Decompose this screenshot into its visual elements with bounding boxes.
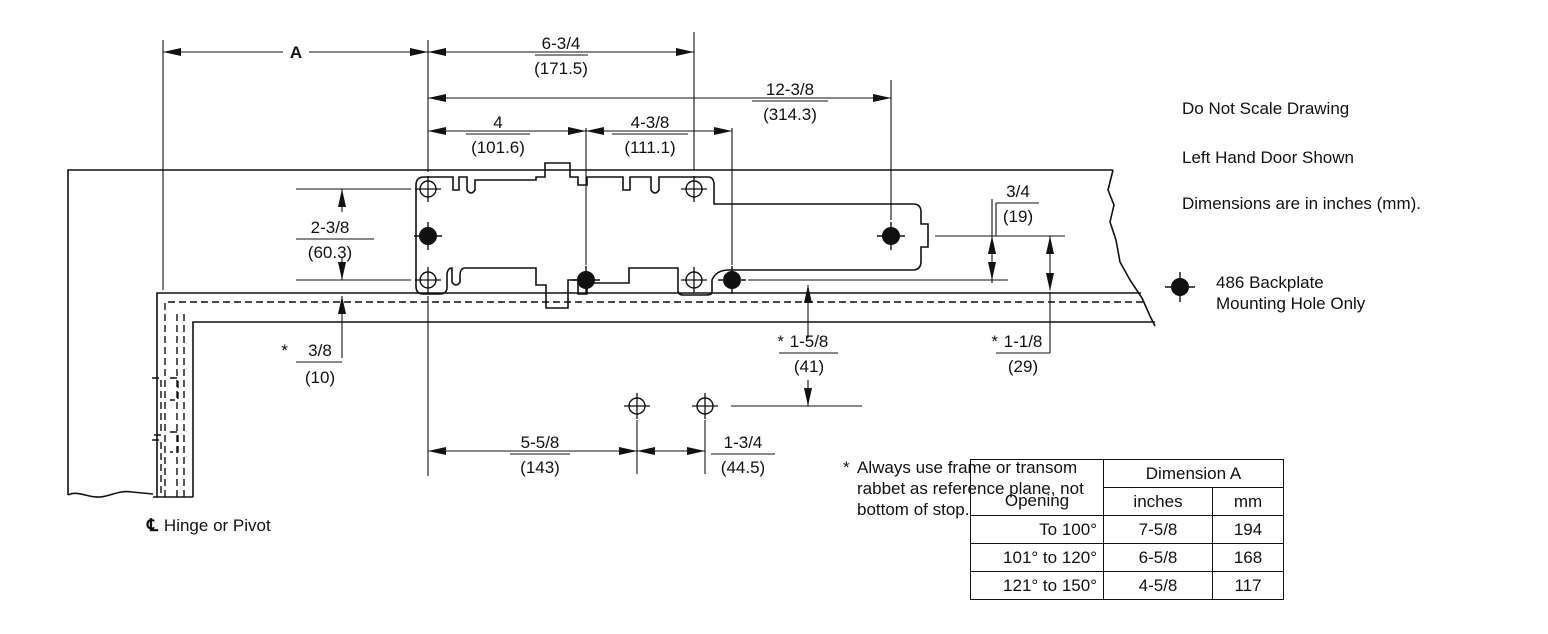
- filled-hole-icon: [413, 221, 443, 251]
- door-outline: [67, 169, 1156, 498]
- dim-29: (29): [1008, 357, 1038, 376]
- dim-1-3-4: 1-3/4: [724, 433, 763, 452]
- hinge-detail: [152, 377, 179, 497]
- centerline-symbol: ℄: [147, 516, 158, 535]
- dimension-a-table: Dimension A Opening inches mm To 100° 7-…: [970, 459, 1284, 600]
- header-opening: Opening: [970, 487, 1104, 516]
- dim-12-3-8: 12-3/8: [766, 80, 814, 99]
- table-row: 101° to 120° 6-5/8 168: [970, 543, 1284, 572]
- hinge-label: ℄ Hinge or Pivot: [147, 516, 271, 536]
- dim-5-5-8: 5-5/8: [521, 433, 560, 452]
- note-units: Dimensions are in inches (mm).: [1182, 194, 1422, 213]
- hinge-text: Hinge or Pivot: [163, 516, 271, 535]
- dim-171-5: (171.5): [534, 59, 588, 78]
- backplate-outline: [415, 162, 929, 309]
- frame-profile: [153, 292, 1155, 498]
- dim-a-label: A: [290, 43, 302, 62]
- open-hole-icon: [680, 175, 708, 203]
- table-row: Opening inches mm: [970, 487, 1284, 516]
- table-corner: [970, 459, 1104, 488]
- table-cell: To 100°: [970, 515, 1104, 544]
- dim-143: (143): [520, 458, 560, 477]
- dim-4: 4: [493, 113, 502, 132]
- open-hole-icon: [691, 392, 719, 420]
- filled-hole-icon: [571, 265, 601, 295]
- table-group-header: Dimension A: [1103, 459, 1284, 488]
- backplate-holes: [413, 175, 906, 420]
- dim-4-3-8: 4-3/8: [631, 113, 670, 132]
- dim-111-1: (111.1): [624, 138, 675, 157]
- dim-3-8: 3/8: [308, 341, 332, 360]
- table-row: 121° to 150° 4-5/8 117: [970, 571, 1284, 600]
- table-cell: 117: [1212, 571, 1284, 600]
- dim-6-3-4: 6-3/4: [542, 34, 581, 53]
- dim-44-5: (44.5): [721, 458, 765, 477]
- dim-asterisk-1-5-8: *: [777, 332, 784, 351]
- legend: 486 Backplate Mounting Hole Only: [1164, 272, 1424, 322]
- dim-19: (19): [1003, 207, 1033, 226]
- dim-asterisk-3-8: *: [281, 341, 288, 360]
- dim-1-5-8: 1-5/8: [790, 332, 829, 351]
- footnote-line-3: bottom of stop.: [857, 500, 970, 519]
- dim-41: (41): [794, 357, 824, 376]
- table-row: To 100° 7-5/8 194: [970, 515, 1284, 544]
- table-cell: 6-5/8: [1103, 543, 1213, 572]
- extension-lines: [162, 32, 1065, 476]
- open-hole-icon: [623, 392, 651, 420]
- open-hole-icon: [414, 266, 442, 294]
- table-cell: 168: [1212, 543, 1284, 572]
- dim-10: (10): [305, 368, 335, 387]
- note-scale: Do Not Scale Drawing: [1182, 99, 1350, 118]
- legend-line-2: Mounting Hole Only: [1216, 294, 1366, 313]
- table-cell: 194: [1212, 515, 1284, 544]
- table-cell: 101° to 120°: [970, 543, 1104, 572]
- open-hole-icon: [680, 266, 708, 294]
- dim-60-3: (60.3): [308, 243, 352, 262]
- table-row: Dimension A: [970, 459, 1284, 488]
- mounting-hole-symbol-icon: [1165, 272, 1195, 302]
- filled-hole-icon: [876, 221, 906, 251]
- dim-314-3: (314.3): [763, 105, 817, 124]
- header-mm: mm: [1212, 487, 1284, 516]
- footnote-asterisk: *: [843, 458, 850, 477]
- dim-asterisk-1-1-8: *: [991, 332, 998, 351]
- table-cell: 4-5/8: [1103, 571, 1213, 600]
- legend-line-1: 486 Backplate: [1216, 273, 1324, 292]
- dim-1-1-8: 1-1/8: [1004, 332, 1043, 351]
- note-hand: Left Hand Door Shown: [1182, 148, 1354, 167]
- dim-2-3-8: 2-3/8: [311, 218, 350, 237]
- open-hole-icon: [414, 175, 442, 203]
- legend-text: 486 Backplate Mounting Hole Only: [1216, 272, 1365, 314]
- table-cell: 121° to 150°: [970, 571, 1104, 600]
- dim-3-4: 3/4: [1006, 182, 1030, 201]
- dimension-labels: A 6-3/4 (171.5) 12-3/8 (314.3) 4 (101.6)…: [281, 34, 1051, 477]
- dimension-lines: [163, 48, 1054, 455]
- table-cell: 7-5/8: [1103, 515, 1213, 544]
- dim-101-6: (101.6): [471, 138, 525, 157]
- header-inches: inches: [1103, 487, 1213, 516]
